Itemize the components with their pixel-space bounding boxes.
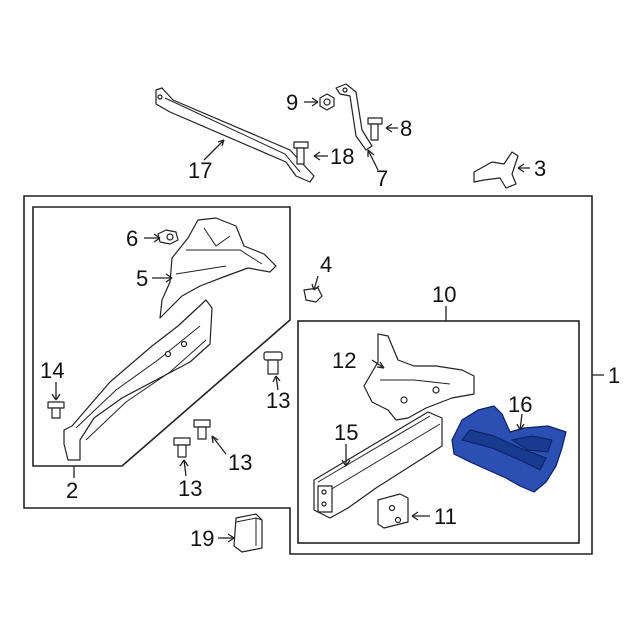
callout-12: 12 xyxy=(332,348,356,373)
callout-9: 9 xyxy=(286,90,298,115)
callout-13-lower: 13 xyxy=(178,476,202,501)
part-2-rail xyxy=(63,299,213,461)
part-7-bracket xyxy=(335,83,373,151)
part-19-box xyxy=(233,513,263,553)
part-5-apron xyxy=(159,217,277,319)
part-14-bolt xyxy=(47,401,65,419)
callout-7: 7 xyxy=(376,166,388,191)
part-13-bolt-middle xyxy=(193,419,211,440)
callout-4: 4 xyxy=(320,252,332,277)
part-13-bolt-upper xyxy=(263,351,283,375)
group-10-frame xyxy=(297,320,580,544)
part-3-bracket xyxy=(473,151,519,189)
leader-lines xyxy=(51,97,604,543)
part-16-extension-highlighted xyxy=(451,405,567,493)
callout-6: 6 xyxy=(126,226,138,251)
callout-2: 2 xyxy=(66,478,78,503)
part-13-bolt-lower xyxy=(173,437,191,458)
callout-18: 18 xyxy=(330,144,354,169)
callout-19: 19 xyxy=(190,526,214,551)
callout-15: 15 xyxy=(334,420,358,445)
callout-17: 17 xyxy=(188,158,212,183)
callout-3: 3 xyxy=(534,156,546,181)
callout-5: 5 xyxy=(136,266,148,291)
part-18-bolt xyxy=(293,141,309,165)
part-17-bar xyxy=(155,87,315,183)
callout-13-middle: 13 xyxy=(228,450,252,475)
part-8-bolt xyxy=(367,117,383,141)
callout-10: 10 xyxy=(432,282,456,307)
part-4-clip xyxy=(303,287,323,303)
part-6-clip xyxy=(157,229,179,245)
callout-11: 11 xyxy=(434,504,457,529)
part-12-bracket xyxy=(363,333,475,421)
callout-13-upper: 13 xyxy=(266,388,290,413)
callout-8: 8 xyxy=(400,116,412,141)
callout-16: 16 xyxy=(508,392,532,417)
assembly-1-frame xyxy=(23,195,593,555)
callout-1: 1 xyxy=(608,363,620,388)
part-11-plate xyxy=(377,493,409,529)
group-2-frame xyxy=(32,206,291,467)
part-9-nut xyxy=(319,93,335,111)
callout-14: 14 xyxy=(40,358,64,383)
part-15-frame-rail xyxy=(313,411,443,519)
